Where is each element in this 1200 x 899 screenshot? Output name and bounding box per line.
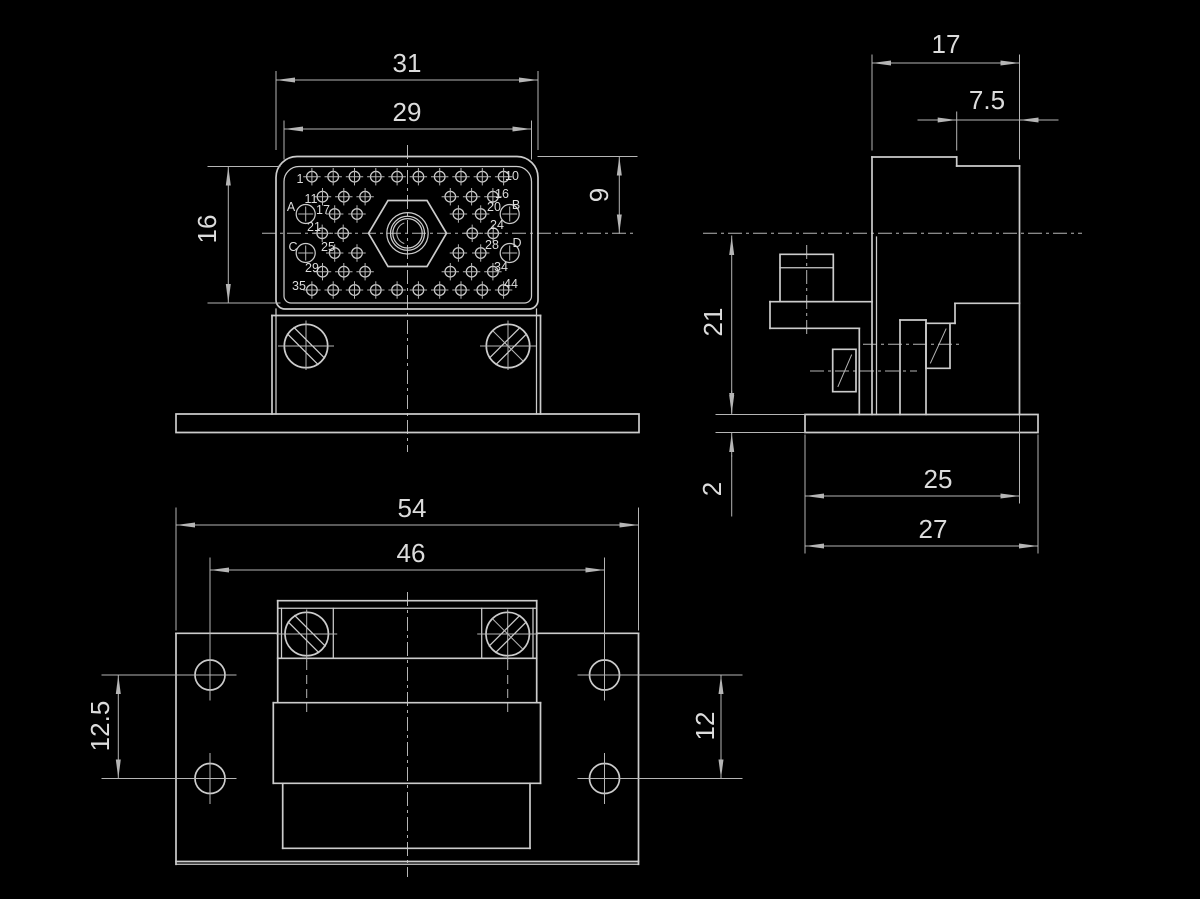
terminal-block-side bbox=[769, 253, 873, 330]
pin-label-16: 16 bbox=[495, 187, 509, 201]
dimensions-front: 31 29 16 9 bbox=[192, 48, 638, 304]
pin-label-21: 21 bbox=[307, 220, 321, 234]
pin-label-44: 44 bbox=[504, 277, 518, 291]
dim-flange-length: 54 bbox=[398, 493, 427, 523]
centerlines-side bbox=[703, 232, 1082, 372]
coax-contact-rings bbox=[386, 211, 429, 255]
pin-label-29: 29 bbox=[305, 261, 319, 275]
dim-flange-to-body: 25 bbox=[924, 464, 953, 494]
flange-side bbox=[804, 413, 1039, 434]
body-outline-front bbox=[271, 308, 542, 415]
pin-label-24: 24 bbox=[490, 218, 504, 232]
coax-hex-nut bbox=[367, 199, 448, 268]
dim-flange-width: 27 bbox=[919, 514, 948, 544]
dim-mount-hole-span: 46 bbox=[397, 538, 426, 568]
pin-label-20: 20 bbox=[487, 200, 501, 214]
dim-face-step-depth: 7.5 bbox=[969, 85, 1005, 115]
pin-label-D: D bbox=[512, 236, 521, 250]
jack-screws-front bbox=[278, 320, 536, 370]
dim-flange-thickness: 2 bbox=[697, 482, 727, 496]
side-view: 17 7.5 21 2 25 27 bbox=[697, 29, 1082, 554]
contact-section-a bbox=[831, 348, 857, 393]
dim-hole-pitch-right: 12 bbox=[690, 712, 720, 741]
pin-label-28: 28 bbox=[485, 238, 499, 252]
front-view: 1 10 11 16 A 17 20 B 21 24 C 25 28 D 29 … bbox=[175, 48, 640, 452]
dim-face-top-to-axis: 9 bbox=[584, 188, 614, 202]
pin-label-34: 34 bbox=[494, 260, 508, 274]
pin-label-35: 35 bbox=[292, 279, 306, 293]
insert-outline bbox=[283, 165, 533, 304]
pin-label-C: C bbox=[288, 240, 297, 254]
pin-field bbox=[295, 168, 520, 299]
dim-hole-pitch-left: 12.5 bbox=[85, 701, 115, 752]
shell-profile-side bbox=[858, 156, 1021, 416]
dim-shell-depth: 17 bbox=[932, 29, 961, 59]
pin-label-25: 25 bbox=[321, 240, 335, 254]
dim-face-width: 31 bbox=[393, 48, 422, 78]
mounting-plate bbox=[175, 632, 640, 866]
dimensions-bottom: 54 46 12.5 12 bbox=[85, 493, 724, 779]
contact-section-b bbox=[925, 322, 951, 370]
dim-axis-to-flange: 21 bbox=[698, 308, 728, 337]
pin-label-A: A bbox=[287, 200, 296, 214]
pin-number-labels: 1 10 11 16 A 17 20 B 21 24 C 25 28 D 29 … bbox=[287, 169, 522, 293]
pin-label-11: 11 bbox=[305, 192, 318, 206]
dim-insert-width: 29 bbox=[393, 97, 422, 127]
pin-label-1: 1 bbox=[297, 172, 304, 186]
pin-label-17: 17 bbox=[316, 203, 330, 217]
body-steps-bottom bbox=[272, 701, 542, 850]
jack-screws-bottom bbox=[276, 609, 539, 662]
bottom-view: 54 46 12.5 12 bbox=[85, 493, 743, 877]
connector-flange-front bbox=[175, 413, 640, 434]
dim-insert-height: 16 bbox=[192, 215, 222, 244]
mounting-holes bbox=[101, 649, 743, 804]
pin-label-10: 10 bbox=[505, 169, 519, 183]
pin-label-B: B bbox=[512, 198, 520, 212]
shell-rear-bottom bbox=[276, 599, 538, 717]
dimensions-side: 17 7.5 21 2 25 27 bbox=[697, 29, 1059, 554]
